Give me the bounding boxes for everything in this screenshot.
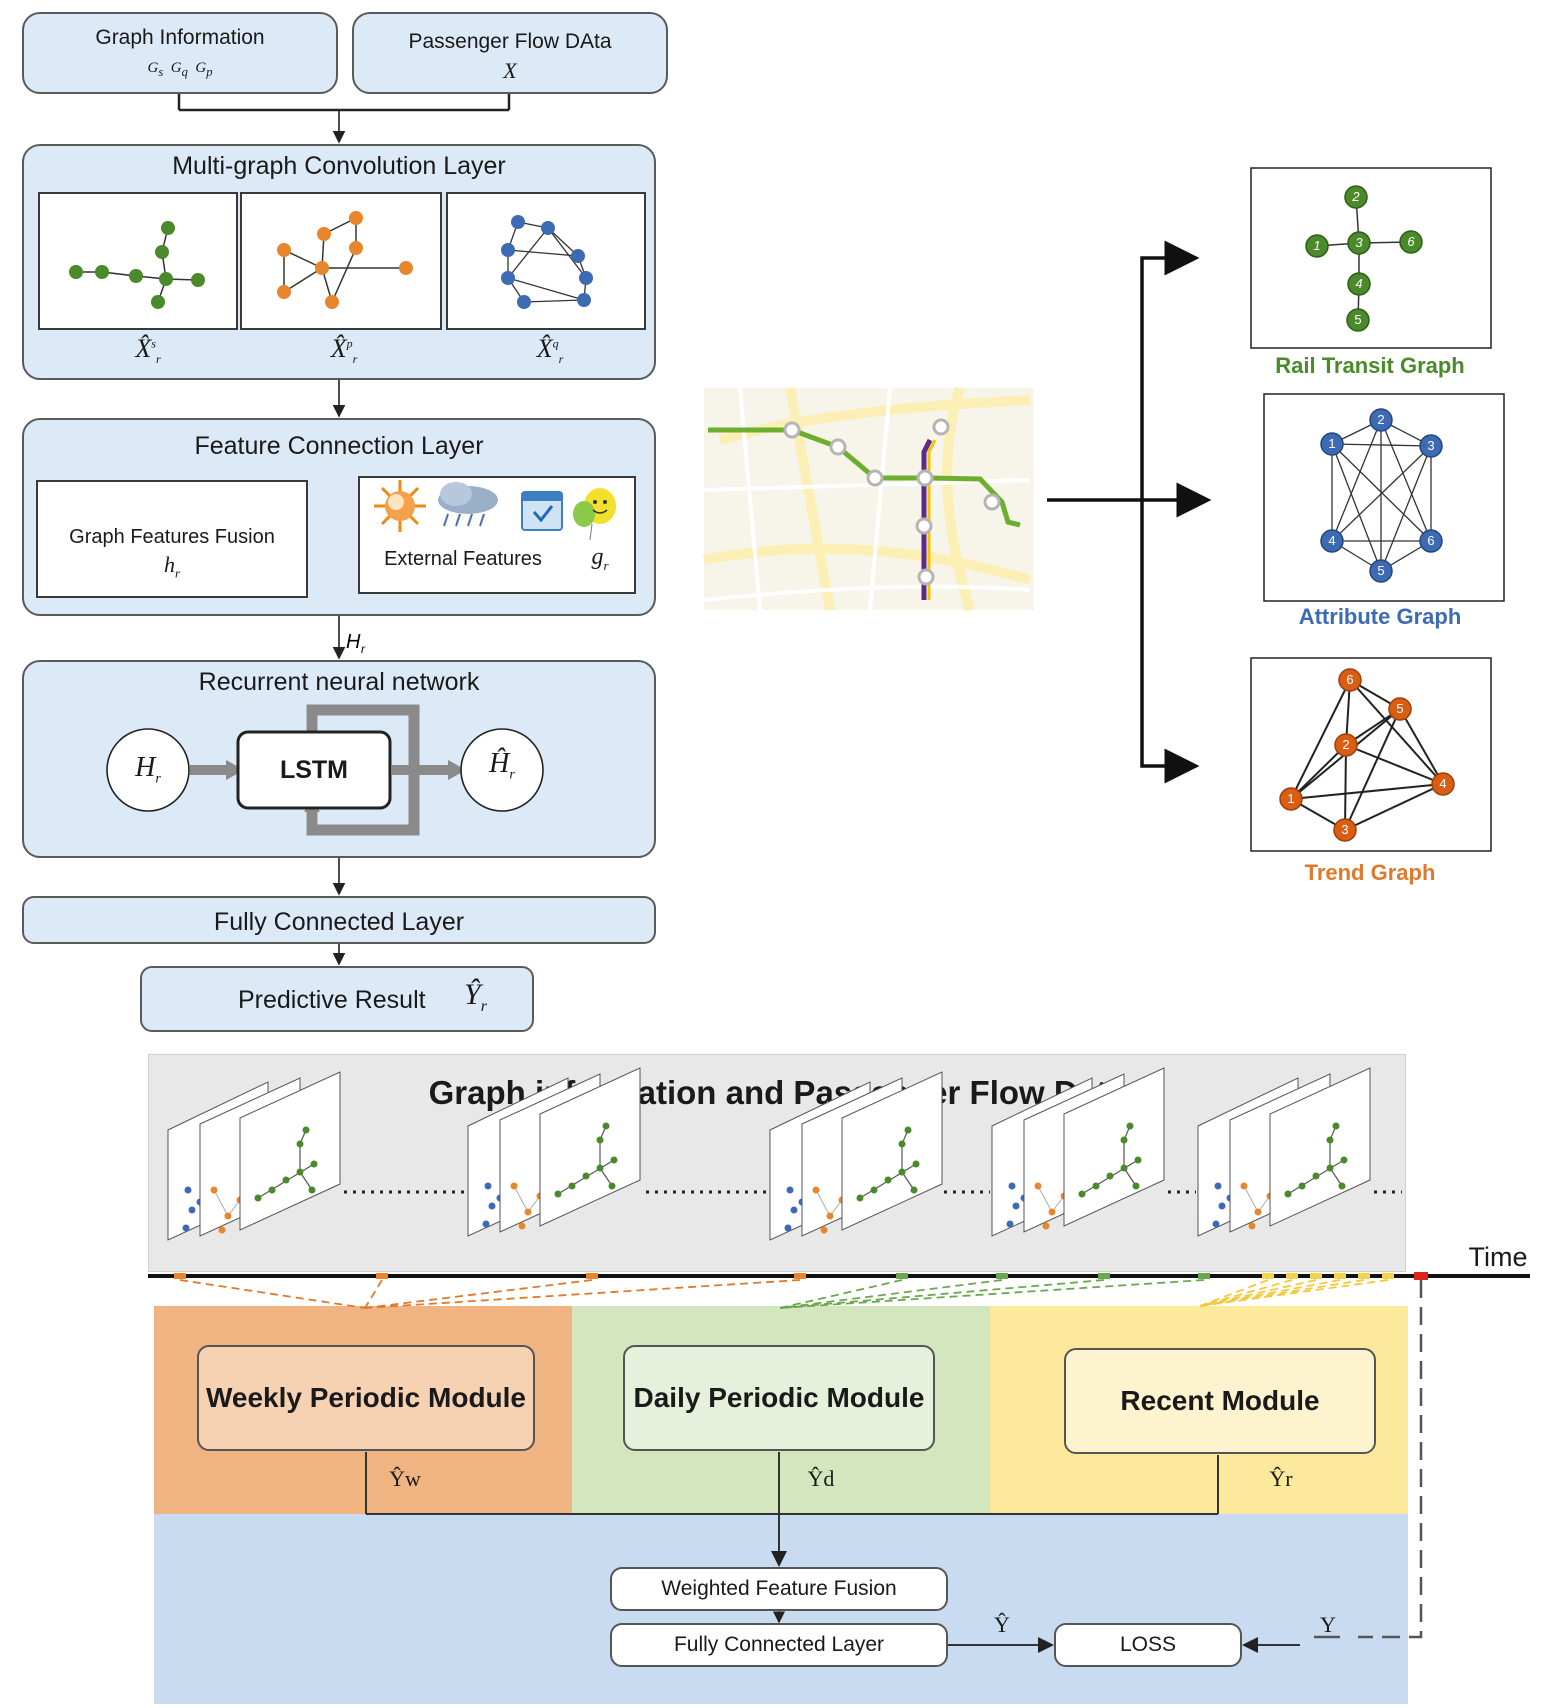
rnn-title: Recurrent neural network [198,668,480,696]
passenger-flow-symbol: X [503,58,517,83]
attribute-node-label: 3 [1427,438,1435,453]
mgcl-label-p: X̂pr [330,334,358,367]
top-left-drawing: H r [69,94,616,966]
fully-connected-layer: Fully Connected Layer [22,896,656,944]
metro-map [703,386,1034,612]
rain-cloud-icon [438,482,498,527]
trend-node-label: 3 [1341,822,1349,837]
rail-node-label: 4 [1355,276,1363,291]
graph-features-fusion-label: Graph Features Fusion [69,526,275,548]
rail-node-label: 3 [1355,235,1363,250]
rail-node-label: 6 [1407,234,1415,249]
graph-features-fusion-symbol: hr [163,552,181,581]
rail-transit-graph-frame [1250,167,1492,349]
y-label: Y [1320,1612,1336,1637]
trend-node-label: 4 [1439,776,1447,791]
balloon-icon [573,488,616,541]
attribute-node-label: 1 [1328,436,1336,451]
external-features-label: External Features [384,548,542,570]
external-features-symbol: gr [591,544,609,573]
trend-graph-title: Trend Graph [1304,860,1436,885]
hr-arrow-label: H [346,631,361,653]
graph-information-symbols: Gs Gq Gp [147,60,213,79]
rail-transit-graph-title: Rail Transit Graph [1275,353,1465,378]
time-axis-label: Time [1468,1242,1528,1272]
rnn-output-label: Ĥr [489,748,515,783]
mgcl-panel-attribute [446,192,646,330]
passenger-flow-box: Passenger Flow DAta X [352,12,668,94]
rail-node-label: 5 [1354,312,1362,327]
predictive-result-label: Predictive Result [238,986,426,1014]
yr-label: Ŷr [1269,1466,1293,1491]
graph-card-stacks [167,1067,1371,1241]
mgcl-panel-rail [38,192,238,330]
attribute-node-label: 2 [1377,412,1385,427]
mini-rail-graph [76,227,199,303]
rnn-output-node [460,728,544,812]
trend-node-label: 6 [1346,672,1354,687]
mgcl-panel-trend [240,192,442,330]
attribute-node-label: 5 [1377,563,1385,578]
yd-label: Ŷd [807,1466,835,1491]
attribute-graph-title: Attribute Graph [1298,604,1462,629]
top-right-drawing [703,167,1505,852]
rnn-input-node [106,728,190,812]
predictive-result-symbol: Ŷr [464,978,487,1015]
weighted-feature-fusion: Weighted Feature Fusion [610,1567,948,1611]
daily-periodic-module: Daily Periodic Module [623,1345,935,1451]
trend-node-label: 1 [1287,791,1295,806]
rail-node-label: 1 [1313,238,1321,253]
trend-node-label: 5 [1396,701,1404,716]
graph-information-box: Graph Information Gs Gq Gp [22,12,338,94]
sun-icon [374,480,426,532]
svg-text:r: r [361,642,366,656]
bottom-drawing [148,1067,1530,1653]
attribute-node-label: 6 [1427,533,1435,548]
fully-connected-title: Fully Connected Layer [213,908,465,936]
bottom-fully-connected-layer: Fully Connected Layer [610,1623,948,1667]
calendar-icon [521,491,563,531]
loss-box: LOSS [1054,1623,1242,1667]
rail-node-label: 2 [1352,189,1360,204]
lstm-label: LSTM [279,756,349,784]
attribute-node-label: 4 [1328,533,1336,548]
rnn-input-label: Hr [135,752,161,787]
passenger-flow-title: Passenger Flow DAta [408,30,612,53]
recent-module: Recent Module [1064,1348,1376,1454]
yw-label: Ŷw [389,1466,421,1491]
y-hat-label: Ŷ [994,1612,1010,1637]
lstm-cell [236,730,392,810]
fcl-title: Feature Connection Layer [194,432,484,460]
weekly-periodic-module: Weekly Periodic Module [197,1345,535,1451]
mini-trend-graph [283,217,406,303]
graph-information-title: Graph Information [95,26,265,49]
predictive-result-box: Predictive Result Ŷr [140,966,534,1032]
mgcl-title: Multi-graph Convolution Layer [172,152,506,180]
mgcl-label-s: X̂sr [135,334,161,367]
trend-node-label: 2 [1342,737,1350,752]
mgcl-label-q: X̂qr [536,334,564,367]
graph-features-fusion-box: Graph Features Fusion hr [36,480,308,598]
